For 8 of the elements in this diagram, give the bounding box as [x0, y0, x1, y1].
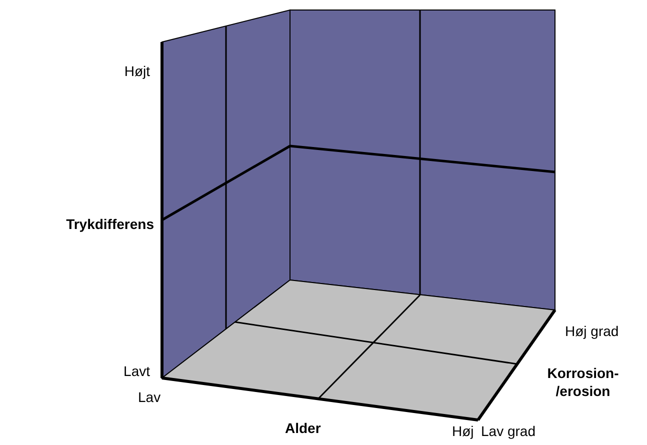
- axis-label: Korrosion- /erosion: [546, 364, 620, 400]
- axis-label: Høj grad: [565, 322, 620, 340]
- axis-label: Lav grad: [481, 422, 536, 440]
- axis-label: Højt: [123, 62, 150, 80]
- axis-label: Lavt: [122, 362, 150, 380]
- axis-label: Lav: [138, 388, 162, 406]
- axis-label: Alder: [285, 419, 322, 437]
- axis-label: Trykdifferens: [65, 215, 154, 233]
